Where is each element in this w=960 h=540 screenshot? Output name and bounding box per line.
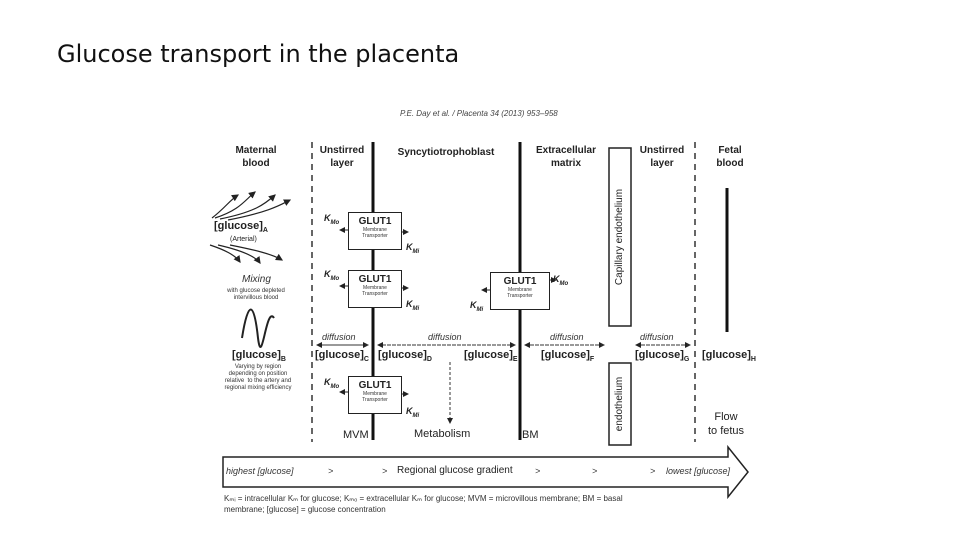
header-unstirred-right: Unstirred layer [639, 145, 685, 169]
endothelium-box [608, 362, 632, 446]
header-fetal-blood: Fetal blood [716, 145, 744, 169]
region-note: Varying by region depending on position … [224, 364, 292, 391]
flow-to-fetus-label: Flow to fetus [707, 411, 745, 437]
kmo-label: KMo [324, 213, 340, 226]
glucose-a: [glucose]A [214, 220, 268, 235]
mvm-label: MVM [343, 429, 369, 441]
gradient-gt: > [328, 466, 334, 476]
diffusion-label: diffusion [550, 332, 584, 342]
mixing-label: Mixing [242, 274, 271, 285]
gradient-arrow [222, 444, 749, 500]
kmi-label: KMi [406, 406, 420, 419]
arterial-label: (Arterial) [230, 236, 257, 243]
gradient-gt: > [382, 466, 388, 476]
kmo-label: KMo [324, 377, 340, 390]
arterial-flow-arrows [209, 191, 292, 264]
header-unstirred-left: Unstirred layer [319, 145, 365, 169]
glucose-e: [glucose]E [464, 349, 518, 364]
glucose-g: [glucose]G [635, 349, 690, 364]
capillary-endothelium-box [608, 147, 632, 327]
slide-title: Glucose transport in the placenta [57, 40, 460, 68]
diffusion-label: diffusion [428, 332, 462, 342]
header-syncytiotrophoblast: Syncytiotrophoblast [397, 147, 495, 158]
glucose-c: [glucose]C [315, 349, 369, 364]
endothelium-label: endothelium [614, 376, 625, 432]
gradient-gt: > [650, 466, 656, 476]
glucose-f: [glucose]F [541, 349, 595, 364]
diffusion-label: diffusion [640, 332, 674, 342]
regional-gradient-label: Regional glucose gradient [397, 465, 513, 476]
glucose-d: [glucose]D [378, 349, 432, 364]
kmi-label: KMi [470, 300, 484, 313]
diffusion-arrows [316, 342, 691, 424]
header-extracellular-matrix: Extracellular matrix [535, 145, 597, 169]
highest-glucose-label: highest [glucose] [226, 466, 294, 476]
kmi-label: KMi [406, 242, 420, 255]
footnote: Kₘᵢ = intracellular Kₘ for glucose; Kₘₒ … [224, 494, 623, 514]
lowest-glucose-label: lowest [glucose] [666, 466, 731, 476]
glucose-h: [glucose]H [702, 349, 756, 364]
gradient-gt: > [592, 466, 598, 476]
metabolism-label: Metabolism [414, 428, 471, 440]
kmi-label: KMi [406, 299, 420, 312]
gradient-gt: > [535, 466, 541, 476]
diagram-lines [209, 142, 749, 500]
kmo-label: KMo [324, 269, 340, 282]
citation: P.E. Day et al. / Placenta 34 (2013) 953… [400, 109, 558, 118]
header-maternal-blood: Maternal blood [235, 145, 277, 169]
capillary-endothelium-label: Capillary endothelium [614, 188, 625, 286]
kmo-label: KMo [553, 274, 569, 287]
mixing-note: with glucose depleted intervillous blood [227, 288, 285, 301]
placenta-diagram: P.E. Day et al. / Placenta 34 (2013) 953… [200, 100, 760, 525]
glucose-b: [glucose]B [232, 349, 286, 364]
bm-label: BM [522, 429, 539, 441]
mixing-wave [241, 308, 275, 348]
diffusion-label: diffusion [322, 332, 356, 342]
